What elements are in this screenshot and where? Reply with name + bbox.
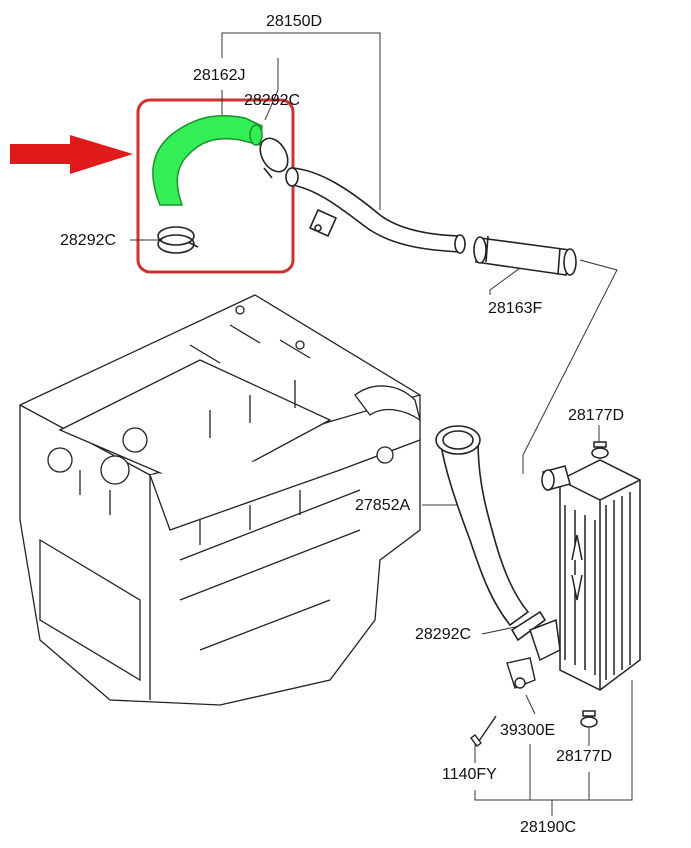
red-arrow-icon <box>10 135 133 174</box>
label-28292C-upper: 28292C <box>244 92 301 109</box>
highlighted-hose <box>152 114 263 206</box>
label-28190C: 28190C <box>520 819 577 836</box>
clamp-icon <box>157 137 289 254</box>
label-1140FY: 1140FY <box>442 766 497 783</box>
label-27852A: 27852A <box>355 497 411 514</box>
pipe-28150D <box>285 167 466 254</box>
intercooler <box>529 441 641 728</box>
label-28150D: 28150D <box>266 13 323 30</box>
label-28177D-top: 28177D <box>568 407 625 424</box>
leader-lines <box>130 32 633 816</box>
label-28163F: 28163F <box>488 300 543 317</box>
label-28177D-bottom: 28177D <box>556 748 613 765</box>
label-28162J: 28162J <box>193 67 246 84</box>
hose-28163F <box>473 235 577 276</box>
label-28292C-lower: 28292C <box>415 626 472 643</box>
hose-27852A <box>435 425 547 642</box>
engine-block <box>19 294 422 706</box>
label-39300E: 39300E <box>500 722 556 739</box>
label-28292C-left: 28292C <box>60 232 117 249</box>
sensor-icon <box>470 657 536 747</box>
